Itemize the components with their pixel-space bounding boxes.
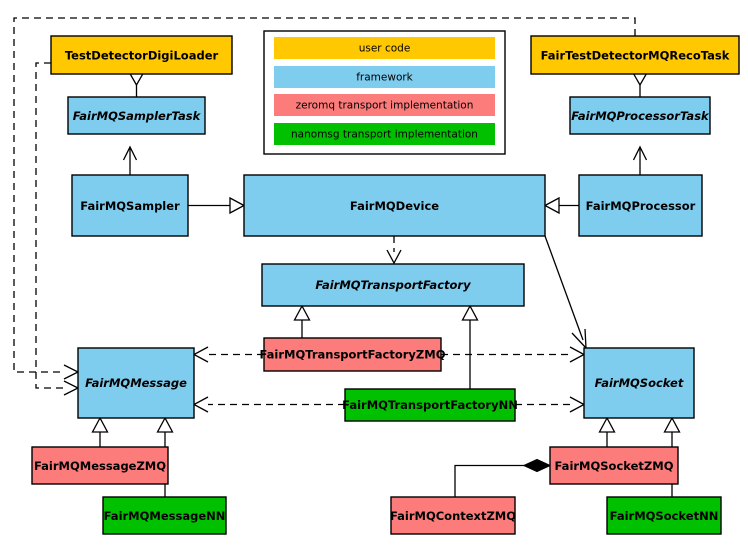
node-label-fairmqprocessortask: FairMQProcessorTask — [571, 109, 710, 123]
node-fairmqtransportfactory[interactable]: FairMQTransportFactory — [261, 263, 525, 307]
legend-label-nanomsg: nanomsg transport implementation — [291, 129, 478, 141]
node-label-fairmqtransportfactoryzmq: FairMQTransportFactoryZMQ — [259, 348, 445, 362]
node-box-testdetectordigiloader[interactable] — [50, 35, 233, 75]
edge-tfzmq-to-transportfactory — [293, 304, 311, 338]
edge-processor-to-processortask — [632, 145, 648, 175]
node-box-fairmqsamplertask[interactable] — [67, 96, 206, 135]
node-box-fairmqmessage[interactable] — [77, 347, 195, 419]
node-label-fairmqsocketzmq: FairMQSocketZMQ — [555, 459, 674, 473]
node-box-fairmqsocketzmq[interactable] — [549, 446, 679, 485]
node-box-fairmqmessagenn[interactable] — [102, 496, 227, 535]
legend-swatch-framework — [274, 66, 495, 88]
edge-tfzmq-to-socket — [441, 346, 586, 363]
node-fairmqprocessor[interactable]: FairMQProcessor — [578, 174, 703, 237]
node-fairmqsamplertask[interactable]: FairMQSamplerTask — [67, 96, 206, 135]
node-label-fairmqtransportfactorynn: FairMQTransportFactoryNN — [342, 398, 518, 412]
node-box-fairmqprocessor[interactable] — [578, 174, 703, 237]
edge-socketzmq-to-socket — [598, 416, 616, 447]
node-fairtestdetectormqrecotask[interactable]: FairTestDetectorMQRecoTask — [530, 35, 740, 75]
node-label-fairmqsamplertask: FairMQSamplerTask — [73, 109, 202, 123]
node-label-fairmqdevice: FairMQDevice — [350, 199, 439, 213]
edge-messagezmq-to-message — [91, 416, 109, 447]
edge-sampler-to-samplertask — [122, 145, 138, 175]
legend-item-user-code: user code — [274, 37, 495, 59]
node-box-fairmqdevice[interactable] — [243, 174, 546, 237]
node-box-fairmqtransportfactorynn[interactable] — [344, 388, 516, 422]
edge-device-to-socket — [544, 235, 587, 350]
legend-item-nanomsg: nanomsg transport implementation — [274, 123, 495, 145]
node-box-fairmqsampler[interactable] — [71, 174, 189, 237]
node-label-fairmqmessage: FairMQMessage — [85, 376, 187, 390]
node-label-fairmqtransportfactory: FairMQTransportFactory — [315, 278, 471, 292]
node-box-fairmqmessagezmq[interactable] — [31, 446, 169, 485]
node-fairmqmessagenn[interactable]: FairMQMessageNN — [102, 496, 227, 535]
node-label-fairtestdetectormqrecotask: FairTestDetectorMQRecoTask — [541, 49, 730, 63]
edge-tfnn-to-message — [192, 396, 345, 413]
node-label-fairmqprocessor: FairMQProcessor — [586, 199, 696, 213]
node-fairmqtransportfactorynn[interactable]: FairMQTransportFactoryNN — [342, 388, 518, 422]
node-label-fairmqsocket: FairMQSocket — [595, 376, 684, 390]
node-testdetectordigiloader[interactable]: TestDetectorDigiLoader — [50, 35, 233, 75]
node-fairmqsocketzmq[interactable]: FairMQSocketZMQ — [549, 446, 679, 485]
node-fairmqsocketnn[interactable]: FairMQSocketNN — [606, 496, 722, 535]
edge-recotask-to-processortask — [630, 70, 650, 97]
node-label-fairmqsocketnn: FairMQSocketNN — [610, 509, 719, 523]
node-fairmqmessage[interactable]: FairMQMessage — [77, 347, 195, 419]
node-fairmqdevice[interactable]: FairMQDevice — [243, 174, 546, 237]
node-label-fairmqcontextzmq: FairMQContextZMQ — [390, 509, 516, 523]
node-label-fairmqsampler: FairMQSampler — [80, 199, 180, 213]
node-label-fairmqmessagezmq: FairMQMessageZMQ — [34, 459, 166, 473]
node-box-fairmqsocket[interactable] — [583, 347, 695, 419]
node-box-fairmqtransportfactoryzmq[interactable] — [263, 337, 442, 372]
legend-label-user-code: user code — [359, 43, 411, 55]
node-box-fairmqtransportfactory[interactable] — [261, 263, 525, 307]
node-box-fairmqcontextzmq[interactable] — [390, 496, 516, 535]
node-box-fairmqprocessortask[interactable] — [569, 96, 711, 135]
edge-tfzmq-to-message — [192, 346, 264, 363]
node-fairmqsampler[interactable]: FairMQSampler — [71, 174, 189, 237]
node-label-testdetectordigiloader: TestDetectorDigiLoader — [65, 49, 219, 63]
legend-swatch-user-code — [274, 37, 495, 59]
node-fairmqsocket[interactable]: FairMQSocket — [583, 347, 695, 419]
node-box-fairtestdetectormqrecotask[interactable] — [530, 35, 740, 75]
node-fairmqprocessortask[interactable]: FairMQProcessorTask — [569, 96, 711, 135]
edge-sampler-to-device — [188, 196, 246, 215]
edge-tfnn-to-transportfactory — [461, 304, 479, 389]
legend-label-zeromq: zeromq transport implementation — [296, 100, 474, 112]
edge-layer — [13, 17, 681, 497]
legend-label-framework: framework — [356, 72, 413, 84]
legend-item-zeromq: zeromq transport implementation — [274, 94, 495, 116]
node-fairmqcontextzmq[interactable]: FairMQContextZMQ — [390, 496, 516, 535]
legend-item-framework: framework — [274, 66, 495, 88]
edge-tfnn-to-socket — [515, 396, 586, 413]
edge-digiloader-to-samplertask — [127, 70, 146, 97]
edge-device-to-transportfactory — [386, 236, 402, 265]
node-label-fairmqmessagenn: FairMQMessageNN — [104, 509, 226, 523]
edge-processor-to-device — [543, 196, 579, 215]
legend-swatch-nanomsg — [274, 123, 495, 145]
node-box-fairmqsocketnn[interactable] — [606, 496, 722, 535]
node-layer: TestDetectorDigiLoader FairMQSamplerTask… — [31, 35, 740, 535]
node-fairmqmessagezmq[interactable]: FairMQMessageZMQ — [31, 446, 169, 485]
node-fairmqtransportfactoryzmq[interactable]: FairMQTransportFactoryZMQ — [259, 337, 446, 372]
edge-socketzmq-composes-contextzmq — [454, 458, 552, 497]
legend: user code framework zeromq transport imp… — [263, 30, 506, 155]
legend-swatch-zeromq — [274, 94, 495, 116]
